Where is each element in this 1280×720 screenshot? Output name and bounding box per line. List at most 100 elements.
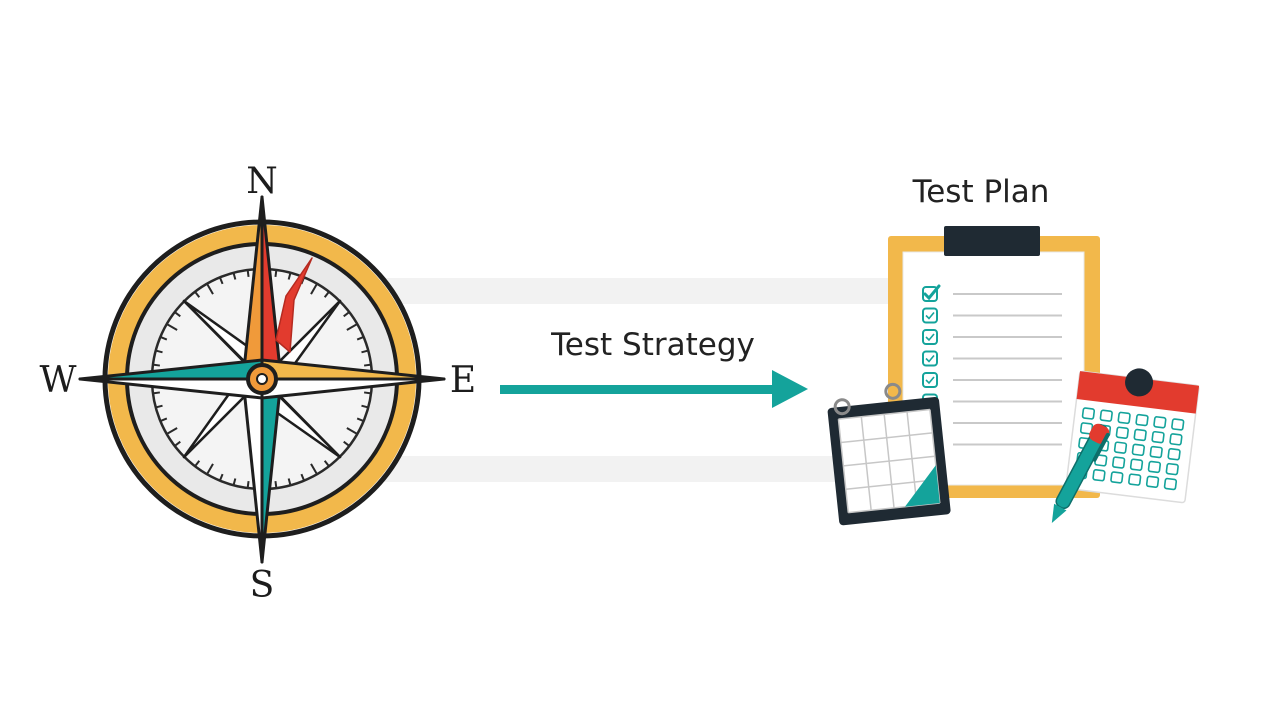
calendar-day-cell xyxy=(1081,407,1096,420)
compass-tick xyxy=(361,404,369,409)
compass-tick xyxy=(300,473,306,482)
plan-title: Test Plan xyxy=(912,174,1050,210)
calendar-grid-line xyxy=(838,408,931,420)
compass-tick xyxy=(310,463,318,475)
checkmark-icon xyxy=(925,333,935,342)
compass-tick xyxy=(159,335,168,341)
calendar-day-cell xyxy=(1115,426,1129,439)
compass-tick xyxy=(206,463,214,475)
compass-tick xyxy=(152,363,161,367)
calendar-icon xyxy=(1065,368,1200,504)
compass-rose-icon xyxy=(78,195,446,564)
compass-tick xyxy=(274,480,278,489)
calendar-day-cell xyxy=(1129,458,1144,471)
calendar-right-pin xyxy=(1125,368,1154,397)
calendar-day-cell xyxy=(1133,428,1147,442)
calendar-day-cell xyxy=(1151,430,1165,444)
checkbox xyxy=(922,372,938,388)
calendar-grid-line xyxy=(845,478,938,491)
checkmark-icon xyxy=(925,311,935,320)
connector-bands xyxy=(360,278,900,482)
compass-tick xyxy=(155,404,163,409)
calendar-day-cell xyxy=(1112,456,1126,469)
calendar-day-cell xyxy=(1149,445,1163,459)
compass-label-north: N xyxy=(246,161,278,202)
compass-needle xyxy=(275,257,313,353)
compass-tick xyxy=(194,291,201,298)
compass-tick xyxy=(356,335,365,341)
calendar-day-cell xyxy=(1147,460,1162,474)
compass-label-east: E xyxy=(450,360,476,401)
calendar-day-cell xyxy=(1165,462,1179,476)
arrow-shaft xyxy=(500,385,780,394)
compass-tick xyxy=(218,276,224,285)
calendar-day-cell xyxy=(1153,416,1167,429)
arrow-head-icon xyxy=(772,370,808,408)
checkbox xyxy=(922,307,938,324)
compass-tick xyxy=(346,427,358,435)
calendar-day-cell xyxy=(1135,413,1149,427)
calendar-day-cell xyxy=(1117,411,1131,425)
clipboard-clip xyxy=(944,226,1040,256)
calendar-left-corner-fold xyxy=(904,465,940,507)
compass-tick xyxy=(218,473,224,482)
compass-tick xyxy=(232,272,237,280)
compass-tick xyxy=(363,363,372,367)
calendar-day-cell xyxy=(1099,409,1113,422)
compass-tick xyxy=(343,311,350,318)
compass-tick xyxy=(287,478,292,486)
calendar-day-cell xyxy=(1145,475,1160,489)
compass-tick xyxy=(356,417,365,423)
calendar-left-ring-2 xyxy=(884,382,902,400)
compass-tick xyxy=(174,440,181,447)
calendar-icon xyxy=(827,382,951,526)
compass-label-west: W xyxy=(39,360,76,401)
compass-tick xyxy=(232,478,237,486)
compass-tick xyxy=(206,283,214,295)
checkbox xyxy=(922,350,938,367)
checkbox xyxy=(922,329,938,345)
calendar-day-cell xyxy=(1163,477,1178,491)
compass-tick xyxy=(310,283,318,295)
pen-clip xyxy=(1092,432,1110,462)
compass-tick xyxy=(323,460,330,467)
calendar-day-cell xyxy=(1167,448,1181,461)
compass-tick xyxy=(194,460,201,467)
compass-tick xyxy=(246,480,250,489)
calendar-day-cell xyxy=(1171,418,1185,431)
compass-tick xyxy=(246,269,250,278)
compass-tick xyxy=(166,323,178,331)
compass-tick xyxy=(166,427,178,435)
checkmark-icon xyxy=(923,284,941,301)
calendar-day-cell xyxy=(1113,441,1128,454)
compass-tick xyxy=(361,349,369,354)
compass-tick xyxy=(287,272,292,280)
checkmark-icon xyxy=(925,354,935,363)
compass-label-south: S xyxy=(250,565,275,606)
compass-tick xyxy=(152,391,161,395)
calendar-day-cell xyxy=(1128,473,1142,486)
connector-band-bottom xyxy=(360,456,860,482)
compass-tick xyxy=(343,440,350,447)
compass-tick xyxy=(274,269,278,278)
calendar-grid-line xyxy=(843,455,935,467)
compass-tick xyxy=(174,311,181,318)
compass-tick xyxy=(363,391,372,395)
calendar-day-cell xyxy=(1169,433,1183,446)
pen-tip xyxy=(1051,503,1067,523)
connector-band-top xyxy=(360,278,900,304)
calendar-day-cell xyxy=(1092,469,1106,482)
calendar-day-cell xyxy=(1131,443,1145,457)
compass-tick xyxy=(155,349,163,354)
checkmark-icon xyxy=(925,376,935,385)
calendar-grid-line xyxy=(840,432,933,444)
strategy-arrow xyxy=(500,370,808,408)
calendar-day-cell xyxy=(1110,471,1124,484)
compass-tick xyxy=(323,291,330,298)
pen-icon xyxy=(1051,423,1110,523)
arrow-label: Test Strategy xyxy=(550,327,755,363)
calendar-left-ring-1 xyxy=(833,398,851,416)
compass-tick xyxy=(159,417,168,423)
compass-hub-core xyxy=(256,373,268,385)
